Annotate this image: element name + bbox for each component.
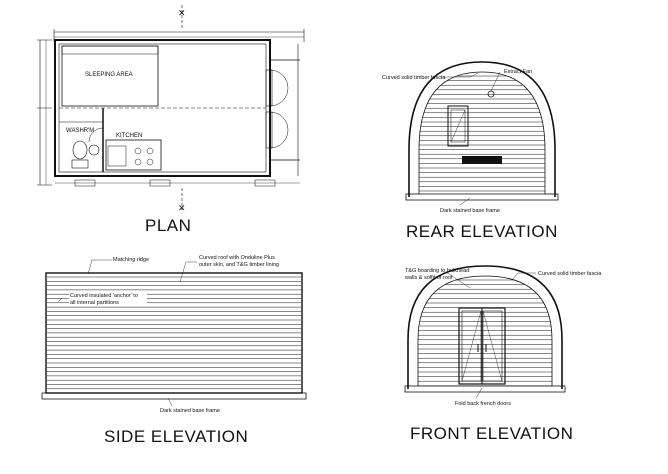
rear-base-frame — [405, 193, 559, 201]
side-label-roof-2: outer skin, and T&G timber lining — [199, 262, 279, 268]
plan-drawing: ✕ ✕ — [37, 5, 305, 214]
rear-vent — [462, 156, 502, 164]
kitchen-counter — [105, 139, 162, 171]
front-label-doors: Fold back french doors — [455, 401, 511, 407]
section-marker-top: ✕ — [178, 5, 186, 28]
front-label-tg-2: walls & soffit of roof — [404, 275, 453, 281]
section-marker-bottom: ✕ — [178, 188, 186, 214]
side-base-frame — [41, 392, 307, 400]
side-label-insul-2: all internal partitions — [70, 300, 119, 306]
svg-text:✕: ✕ — [178, 9, 186, 19]
side-label-ridge: Matching ridge — [113, 257, 149, 263]
rear-elevation-drawing: Curved solid timber fascia Extract Fan D… — [382, 61, 559, 214]
side-label-base: Dark stained base frame — [160, 408, 220, 414]
title-side-elevation: SIDE ELEVATION — [104, 427, 248, 446]
front-label-ribs: Curved solid timber fascia — [538, 271, 602, 277]
rear-label-extract: Extract Fan — [504, 69, 532, 75]
rear-label-ribs: Curved solid timber fascia — [382, 75, 446, 81]
side-cladding — [47, 276, 301, 390]
side-label-roof-1: Curved roof with Onduline Plus — [199, 255, 275, 261]
french-doors — [458, 307, 506, 385]
room-label-washroom: WASHR'M — [66, 128, 94, 134]
front-base-frame — [404, 385, 566, 393]
extract-fan — [487, 90, 495, 98]
title-plan: PLAN — [145, 216, 191, 235]
svg-text:✕: ✕ — [178, 204, 186, 214]
side-elevation-drawing: Matching ridge Curved roof with Onduline… — [41, 255, 307, 414]
rear-window — [447, 105, 469, 147]
rear-label-base: Dark stained base frame — [440, 208, 500, 214]
rear-cladding — [419, 75, 545, 192]
room-label-sleeping: SLEEPING AREA — [85, 72, 133, 78]
front-cladding — [418, 279, 552, 386]
front-elevation-drawing: T&G boarding to bulkhead walls & soffit … — [404, 265, 602, 407]
front-label-tg-1: T&G boarding to bulkhead — [405, 268, 469, 274]
room-label-kitchen: KITCHEN — [116, 133, 142, 139]
side-label-insul-1: Curved insulated 'anchor' to — [70, 293, 138, 299]
title-front-elevation: FRONT ELEVATION — [410, 424, 573, 443]
title-rear-elevation: REAR ELEVATION — [406, 222, 558, 241]
